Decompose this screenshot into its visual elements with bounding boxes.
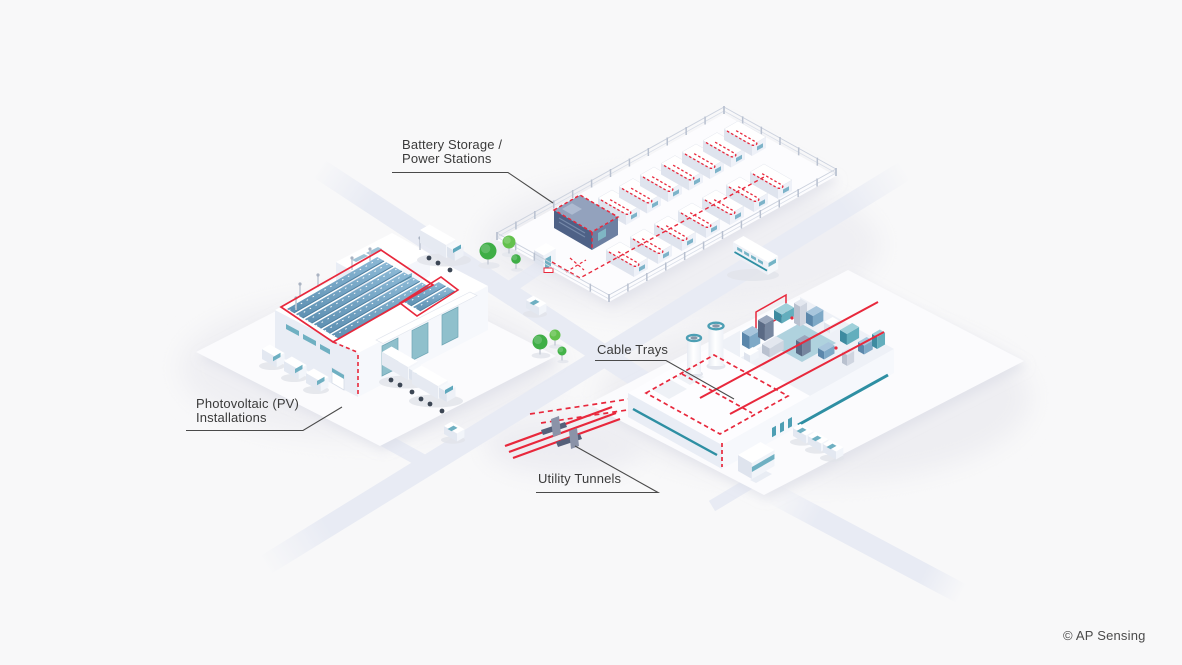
factory-building [628,293,894,483]
factory-cable-tray-solid-2 [729,331,885,415]
pv-cable-loop-small [398,276,460,317]
tree [478,242,500,269]
fence-front [496,168,837,302]
factory-chimneys [685,321,726,378]
fiber-cable-cross [565,257,587,273]
annotation-pv-line2: Installations [196,409,267,425]
annotation-battery-storage: Battery Storage / Power Stations [402,138,502,165]
car [820,439,844,462]
pv-dock-canopy [375,291,478,344]
battery-container [749,163,793,199]
factory-entrance-lobby [738,442,775,483]
utility-tunnels [504,397,648,460]
fiber-cable-dashed [551,176,765,279]
battery-container [681,143,725,179]
tree [501,235,519,258]
factory-cable-tray-dashed-loop [644,354,790,435]
pv-building [259,233,488,414]
battery-container [677,202,721,238]
bus [727,236,779,281]
box-truck [409,365,463,414]
annotation-photovoltaic: Photovoltaic (PV) Installations [196,397,299,424]
leader-cable-trays [595,359,735,400]
van [281,356,307,382]
battery-container [723,120,767,156]
road-stub-factory [708,476,756,512]
road-main-nw-se [312,159,696,421]
pv-cable-drop-dashed [332,341,359,395]
factory-parked-cars [790,423,844,462]
tree [549,329,563,349]
battery-storage-compound [496,106,837,302]
battery-container [653,215,697,251]
factory-cable-tray-solid-1 [699,301,879,399]
road-main-nw-se-lower [765,482,967,604]
tunnel-duct-sections [541,416,582,449]
box-truck [417,224,471,273]
battery-container [618,178,662,214]
tree [511,254,523,272]
tree [557,346,569,364]
battery-container-row-back [597,120,767,225]
van [259,344,285,370]
tree [531,334,551,359]
pv-window-slits [286,324,330,355]
solar-panel-field [287,257,455,339]
copyright-credit: © AP Sensing [1063,628,1146,643]
road-main-ne-sw [258,161,912,575]
annotation-utility-tunnels: Utility Tunnels [538,471,622,486]
battery-container [660,155,704,191]
annotation-leader-lines [186,171,735,494]
road-vehicles [417,224,779,444]
car [441,421,465,444]
leader-battery [392,171,554,204]
leader-utility-tunnels [536,445,661,494]
trees [478,235,569,364]
battery-container [639,166,683,202]
battery-platform [497,114,836,302]
annotation-pv-line1: Photovoltaic (PV) [196,396,299,411]
annotation-battery-line2: Power Stations [402,150,492,166]
factory-teal-stripe-se [797,373,889,427]
car [523,295,547,318]
battery-container [605,241,649,277]
van [303,368,329,394]
battery-power-station-highlighted [552,194,620,250]
factory-teal-stripe-sw [632,407,718,457]
annotation-cable-trays: Cable Trays [597,342,669,357]
factory-wall-se [722,349,894,469]
leader-pv [186,406,343,432]
battery-container-row-front [605,163,793,277]
pv-cable-loop-main [279,249,435,343]
pv-vehicles [259,344,463,414]
annotation-battery-line1: Battery Storage / [402,137,503,152]
battery-container [597,189,641,225]
factory-front-windows [772,417,792,438]
battery-container [629,228,673,264]
